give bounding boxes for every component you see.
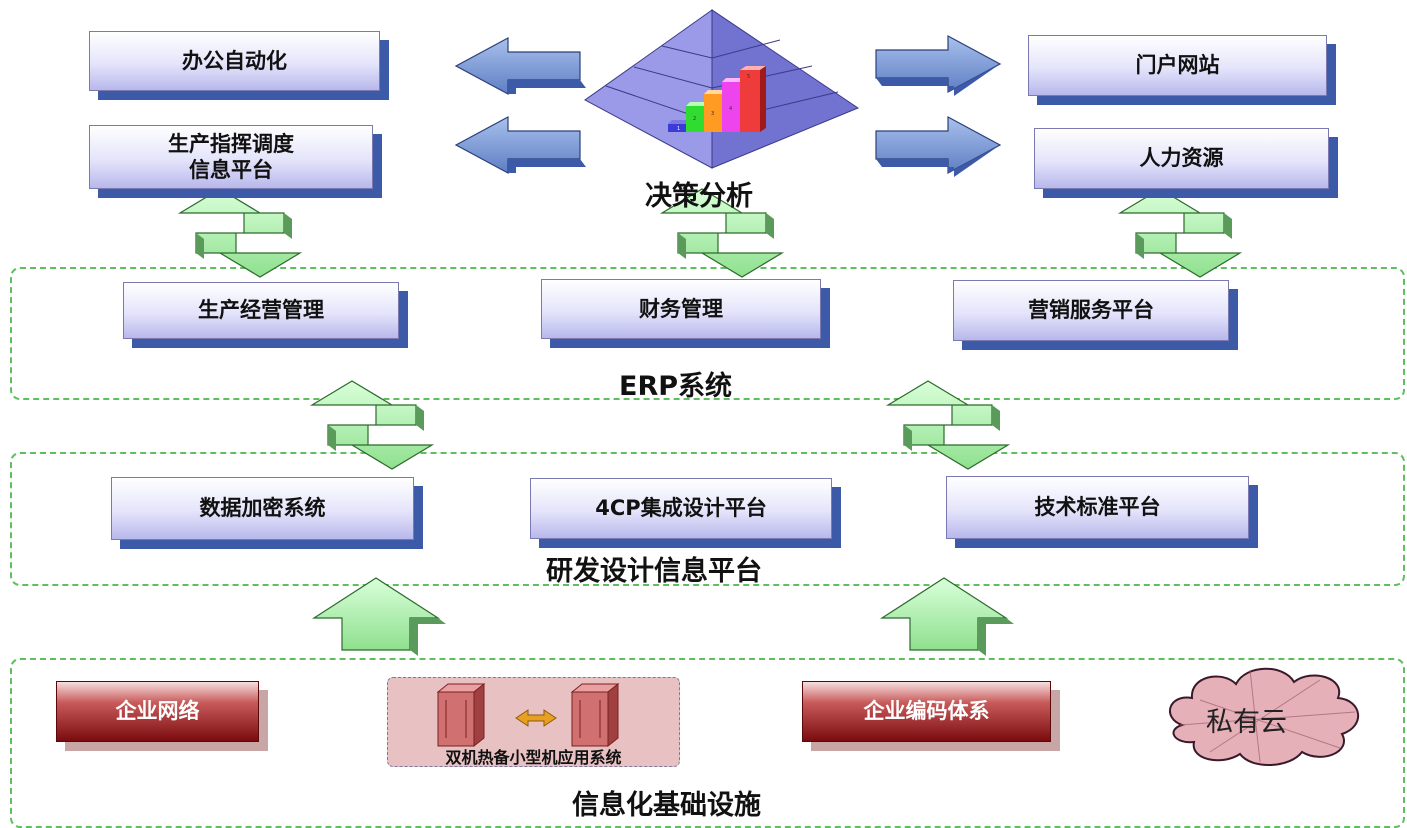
hr-box: 人力资源 [1034, 128, 1329, 189]
erp-item-marketing-label: 营销服务平台 [1028, 298, 1154, 323]
up-arrow-left [313, 577, 447, 657]
bar-label-3: 3 [711, 111, 714, 117]
dual-system-panel: 双机热备小型机应用系统 [387, 677, 680, 767]
private-cloud-label: 私有云 [1206, 707, 1287, 738]
enterprise-coding-label: 企业编码体系 [863, 699, 990, 724]
server-icon-left [436, 682, 486, 748]
bar-label-1: 1 [677, 126, 680, 132]
server-icon-right [570, 682, 620, 748]
erp-item-finance-label: 财务管理 [639, 296, 723, 321]
portal-box: 门户网站 [1028, 35, 1327, 96]
cloud-icon [1169, 667, 1360, 767]
erp-item-finance: 财务管理 [541, 279, 821, 339]
office-automation-box: 办公自动化 [89, 31, 380, 91]
swap-arrow-icon [515, 709, 557, 727]
rd-item-encryption: 数据加密系统 [111, 477, 414, 540]
arrow-left-office [455, 37, 587, 95]
swap-arrow-top-right [1119, 188, 1241, 278]
arrow-right-portal [875, 35, 1001, 97]
enterprise-network-label: 企业网络 [115, 699, 200, 724]
swap-arrow-mid-right [887, 380, 1009, 470]
swap-arrow-top-left [179, 188, 301, 278]
portal-label: 门户网站 [1135, 53, 1220, 78]
erp-system-label: ERP系统 [619, 371, 733, 402]
infra-label: 信息化基础设施 [572, 790, 761, 821]
swap-arrow-mid-left [311, 380, 433, 470]
dual-system-label: 双机热备小型机应用系统 [445, 748, 622, 767]
arrow-right-hr [875, 116, 1001, 178]
rd-zone [10, 452, 1405, 586]
rd-platform-label: 研发设计信息平台 [546, 556, 762, 587]
dual-server-graphic [436, 682, 620, 748]
bar-label-2: 2 [693, 116, 696, 122]
rd-item-standards: 技术标准平台 [946, 476, 1249, 539]
production-dispatch-box: 生产指挥调度 信息平台 [89, 125, 373, 189]
office-automation-label: 办公自动化 [182, 48, 287, 73]
enterprise-coding-box: 企业编码体系 [802, 681, 1051, 742]
decision-analysis-label: 决策分析 [645, 181, 753, 212]
up-arrow-right [881, 577, 1015, 657]
production-dispatch-label: 生产指挥调度 信息平台 [168, 131, 294, 182]
erp-zone [10, 267, 1405, 400]
rd-item-4cp: 4CP集成设计平台 [530, 478, 832, 539]
pyramid-bar-chart: 1 2 3 4 5 [668, 66, 766, 132]
bar-label-4: 4 [729, 106, 732, 112]
enterprise-network-box: 企业网络 [56, 681, 259, 742]
hr-label: 人力资源 [1139, 146, 1224, 171]
erp-item-marketing: 营销服务平台 [953, 280, 1229, 341]
pyramid-icon: 1 2 3 4 5 [584, 9, 860, 169]
rd-item-standards-label: 技术标准平台 [1034, 495, 1161, 520]
erp-item-production-label: 生产经营管理 [198, 298, 324, 323]
bar-label-5: 5 [747, 74, 750, 80]
rd-item-4cp-label: 4CP集成设计平台 [595, 496, 767, 521]
arrow-left-dispatch [455, 116, 587, 174]
rd-item-encryption-label: 数据加密系统 [199, 496, 326, 521]
erp-item-production: 生产经营管理 [123, 282, 399, 339]
